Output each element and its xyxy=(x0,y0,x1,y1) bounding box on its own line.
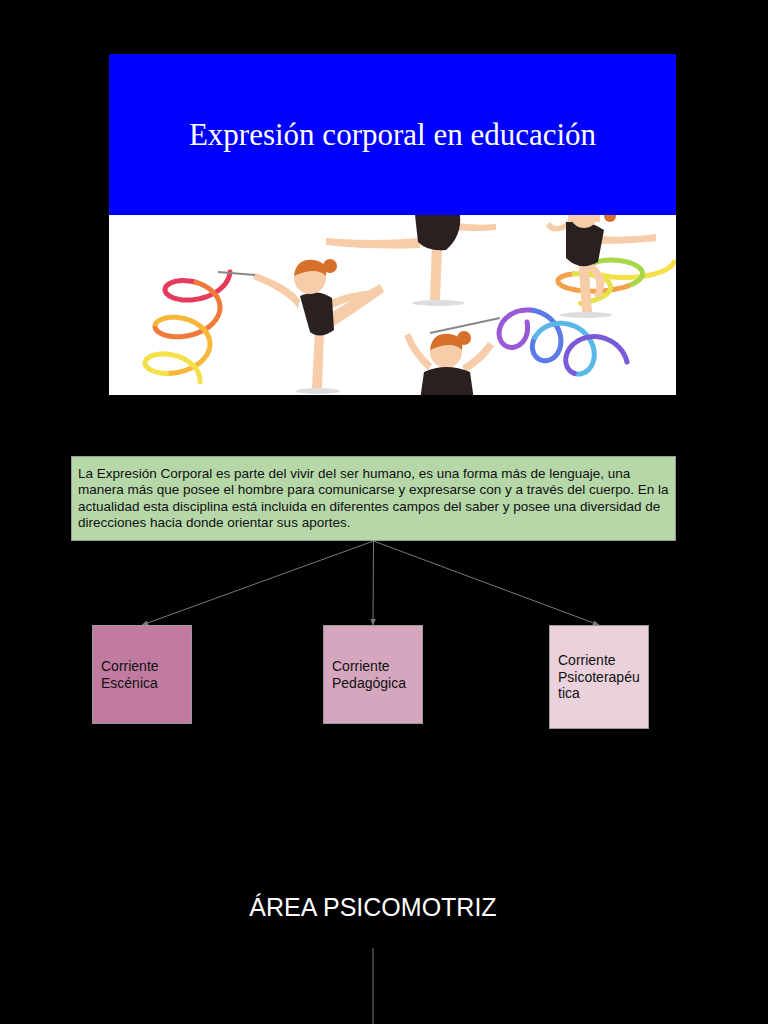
connector-arrow xyxy=(373,541,375,625)
ribbon xyxy=(145,354,200,382)
ribbon xyxy=(574,274,611,304)
connector-arrow xyxy=(142,541,374,625)
illustration-ground xyxy=(109,215,676,395)
ribbon xyxy=(566,337,627,374)
gymnast xyxy=(546,215,656,312)
connector-stub xyxy=(373,948,374,1024)
process-box: Corriente Escénica xyxy=(92,625,192,724)
title-band: Expresión corporal en educación xyxy=(109,54,676,215)
gymnasts-picture xyxy=(145,215,674,395)
gymnast xyxy=(218,259,384,388)
node-text: Corriente Escénica xyxy=(101,658,183,692)
process-box: Corriente Pedagógica xyxy=(323,625,423,724)
node-text: La Expresión Corporal es parte del vivir… xyxy=(78,466,669,531)
ribbon xyxy=(155,282,220,336)
process-box: Corriente Psicoterapéutica xyxy=(549,625,649,729)
gymnast xyxy=(404,318,500,395)
connector-arrow xyxy=(374,541,600,625)
ribbon xyxy=(499,310,533,347)
node-text: Corriente Psicoterapéutica xyxy=(558,652,640,702)
section-heading: ÁREA PSICOMOTRIZ xyxy=(249,893,496,922)
ribbon xyxy=(155,317,210,373)
gymnast xyxy=(326,215,496,300)
ribbon xyxy=(165,272,230,300)
text-box: La Expresión Corporal es parte del vivir… xyxy=(71,456,676,541)
node-text: Corriente Pedagógica xyxy=(332,658,414,692)
title: Expresión corporal en educación xyxy=(189,117,596,153)
